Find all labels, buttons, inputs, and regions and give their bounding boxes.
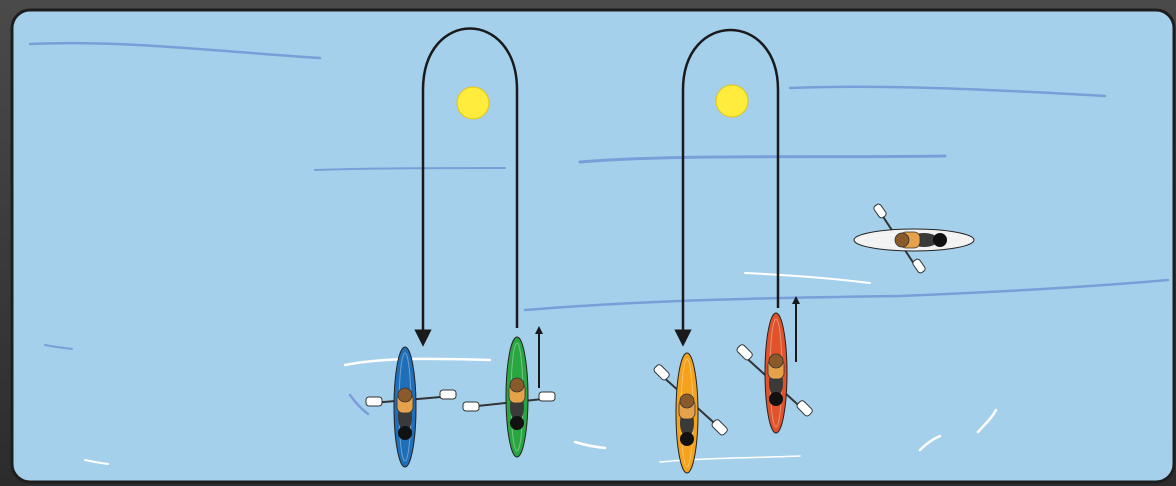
kayak-icon <box>854 229 974 251</box>
kayak-icon <box>765 313 787 433</box>
water-area <box>12 10 1174 482</box>
kayak-icon <box>394 347 416 467</box>
buoy-icon <box>457 87 489 119</box>
buoy-icon <box>716 85 748 117</box>
kayak-icon <box>506 337 528 457</box>
kayak-icon <box>676 353 698 473</box>
